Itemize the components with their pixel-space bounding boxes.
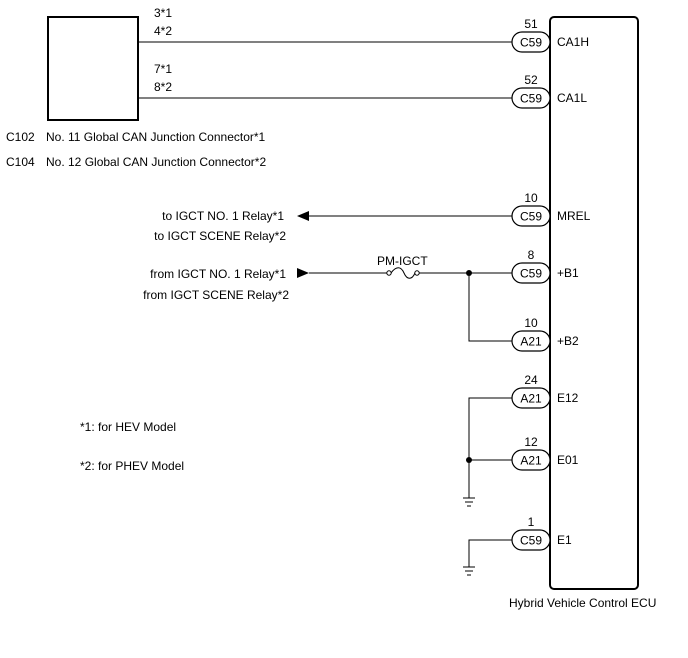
signal-name: CA1H — [557, 35, 589, 49]
footnote: *2: for PHEV Model — [80, 459, 184, 473]
relay-out-label: to IGCT NO. 1 Relay*1 — [162, 209, 284, 223]
connector-code: C59 — [520, 92, 542, 106]
signal-name: E01 — [557, 453, 579, 467]
pin-number: 1 — [528, 515, 535, 529]
relay-in-label: from IGCT NO. 1 Relay*1 — [150, 267, 286, 281]
connector-code: C59 — [520, 36, 542, 50]
pin-number: 8 — [528, 248, 535, 262]
connector-capsule — [511, 330, 551, 352]
pin-number: 10 — [524, 191, 538, 205]
fuse-label: PM-IGCT — [377, 254, 428, 268]
junction-pin-label: 8*2 — [154, 80, 172, 94]
connector-capsule — [511, 205, 551, 227]
signal-name: E1 — [557, 533, 572, 547]
ecu-terminal: C59 8 +B1 — [511, 248, 579, 284]
signal-name: E12 — [557, 391, 579, 405]
connector-code: A21 — [520, 335, 542, 349]
junction-connector-code: C102 — [6, 130, 35, 144]
signal-name: CA1L — [557, 91, 587, 105]
wire-b2 — [468, 273, 512, 342]
fuse-icon — [390, 267, 416, 279]
pin-number: 51 — [524, 17, 538, 31]
connector-code: C59 — [520, 267, 542, 281]
signal-name: MREL — [557, 209, 591, 223]
connector-capsule — [511, 449, 551, 471]
connector-capsule — [511, 529, 551, 551]
connector-capsule — [511, 387, 551, 409]
junction-pin-label: 7*1 — [154, 62, 172, 76]
junction-connector-box — [47, 16, 139, 121]
connector-code: A21 — [520, 392, 542, 406]
connector-capsule — [511, 262, 551, 284]
ground-icon — [463, 566, 475, 576]
wire-e12 — [468, 397, 512, 498]
junction-connector-name: No. 11 Global CAN Junction Connector*1 — [46, 130, 266, 144]
ecu-name: Hybrid Vehicle Control ECU — [509, 596, 656, 610]
fuse-terminal — [414, 270, 420, 276]
arrow-right-icon — [297, 268, 309, 278]
ecu-terminal: C59 1E1 — [511, 515, 572, 551]
junction-pin-label: 4*2 — [154, 24, 172, 38]
relay-in-label: from IGCT SCENE Relay*2 — [143, 288, 289, 302]
pin-number: 24 — [524, 373, 538, 387]
fuse-terminal — [386, 270, 392, 276]
connector-code: C59 — [520, 534, 542, 548]
splice-point — [466, 457, 472, 463]
footnote: *1: for HEV Model — [80, 420, 176, 434]
signal-name: +B2 — [557, 334, 579, 348]
connector-code: C59 — [520, 210, 542, 224]
wire-e1 — [468, 539, 512, 567]
connector-capsule — [511, 31, 551, 53]
pin-number: 10 — [524, 316, 538, 330]
ecu-box — [549, 16, 639, 590]
ground-icon — [463, 497, 475, 507]
signal-name: +B1 — [557, 266, 579, 280]
ecu-terminals: C5951CA1HC5952CA1LC5910MRELC598+B1A2110+… — [511, 17, 591, 551]
connector-capsule — [511, 87, 551, 109]
arrow-left-icon — [297, 211, 309, 221]
ecu-terminal: A21 10 +B2 — [511, 316, 579, 352]
relay-out-label: to IGCT SCENE Relay*2 — [154, 229, 286, 243]
junction-connector-code: C104 — [6, 155, 35, 169]
junction-pin-label: 3*1 — [154, 6, 172, 20]
pin-number: 12 — [524, 435, 538, 449]
pin-number: 52 — [524, 73, 538, 87]
connector-code: A21 — [520, 454, 542, 468]
junction-connector-name: No. 12 Global CAN Junction Connector*2 — [46, 155, 266, 169]
